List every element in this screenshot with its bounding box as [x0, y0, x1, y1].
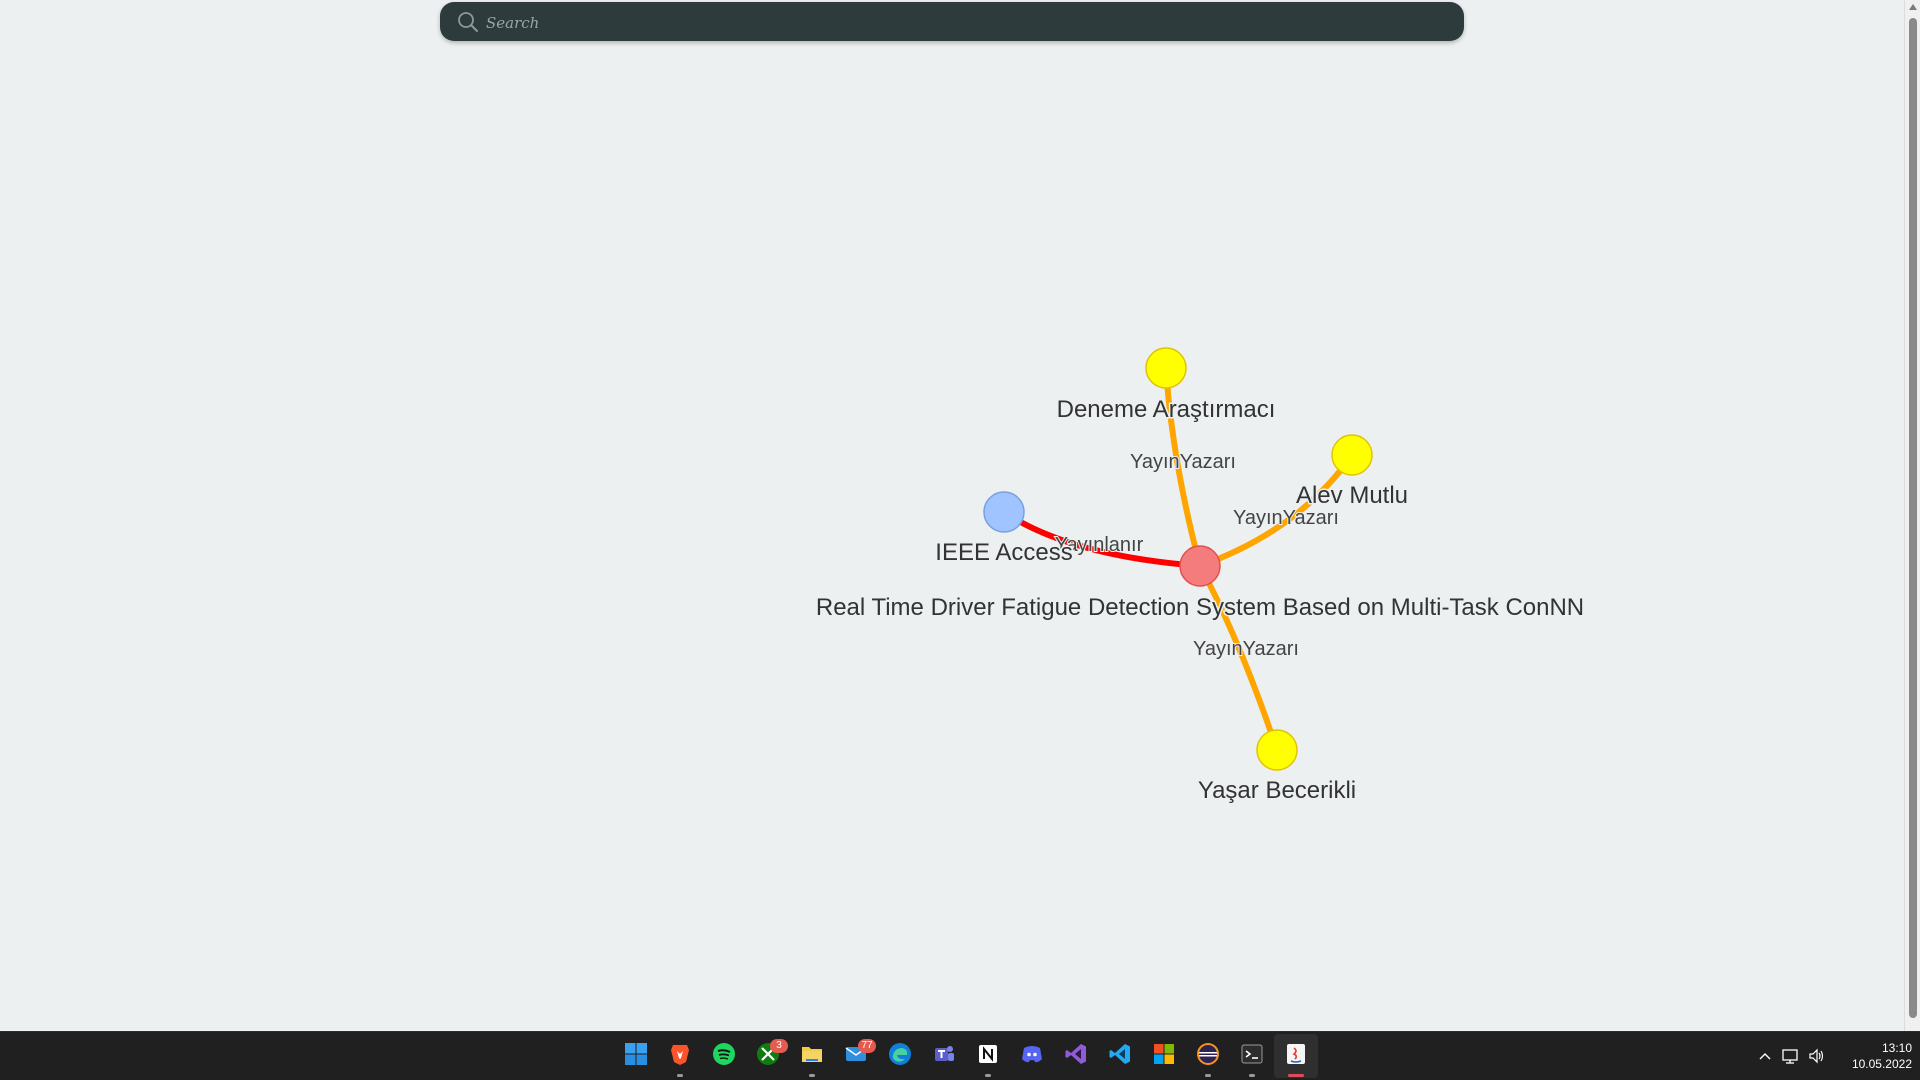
file-explorer-icon: [800, 1042, 824, 1071]
java-app-icon: [1284, 1042, 1308, 1071]
edge-browser-icon: [888, 1042, 912, 1071]
running-indicator: [677, 1074, 683, 1077]
running-indicator: [1249, 1074, 1255, 1077]
edge-label-ieee: Yayınlanır: [1055, 534, 1144, 556]
graph-node-paper[interactable]: [1179, 545, 1221, 587]
taskbar-clock[interactable]: 13:10 10.05.2022: [1832, 1040, 1912, 1072]
taskbar-button-discord[interactable]: [1010, 1034, 1054, 1078]
scroll-up-icon[interactable]: [1909, 4, 1917, 10]
network-icon[interactable]: [1778, 1036, 1804, 1076]
edge-label-alev: YayınYazarı: [1233, 507, 1339, 529]
taskbar-button-brave-browser[interactable]: [658, 1034, 702, 1078]
scrollbar-thumb[interactable]: [1909, 18, 1917, 1018]
node-label-yasar: Yaşar Becerikli: [1198, 777, 1356, 804]
running-indicator: [1205, 1074, 1211, 1077]
windows-taskbar: 3 77 13:10 10.05.2022: [0, 1031, 1920, 1080]
system-tray: [1752, 1032, 1830, 1080]
graph-edge-yasar[interactable]: [1197, 564, 1280, 751]
taskbar-apps: 3 77: [614, 1032, 1318, 1080]
graph-edge-alev[interactable]: [1198, 453, 1355, 569]
taskbar-button-notion[interactable]: [966, 1034, 1010, 1078]
graph-node-alev[interactable]: [1331, 434, 1373, 476]
chevron-up-icon[interactable]: [1752, 1036, 1778, 1076]
node-label-alev: Alev Mutlu: [1296, 482, 1408, 509]
knowledge-graph[interactable]: YayınYazarıYayınYazarıYayınYazarıYayınla…: [0, 0, 1904, 1031]
office-app-icon: [1152, 1042, 1176, 1071]
taskbar-button-spotify[interactable]: [702, 1034, 746, 1078]
taskbar-button-vscode[interactable]: [1098, 1034, 1142, 1078]
search-bar: [440, 2, 1464, 43]
graph-node-yasar[interactable]: [1256, 729, 1298, 771]
running-indicator: [809, 1074, 815, 1077]
taskbar-button-visual-studio[interactable]: [1054, 1034, 1098, 1078]
notion-icon: [976, 1042, 1000, 1071]
taskbar-button-eclipse[interactable]: [1186, 1034, 1230, 1078]
edge-label-deneme: YayınYazarı: [1130, 451, 1236, 473]
graph-node-deneme[interactable]: [1145, 347, 1187, 389]
taskbar-button-windows-start[interactable]: [614, 1034, 658, 1078]
volume-icon[interactable]: [1804, 1036, 1830, 1076]
node-label-paper: Real Time Driver Fatigue Detection Syste…: [816, 594, 1584, 621]
taskbar-button-file-explorer[interactable]: [790, 1034, 834, 1078]
search-icon: [457, 11, 479, 33]
clock-time: 13:10: [1881, 1041, 1912, 1055]
taskbar-button-terminal[interactable]: [1230, 1034, 1274, 1078]
taskbar-button-office-app[interactable]: [1142, 1034, 1186, 1078]
graph-edge-deneme[interactable]: [1163, 367, 1203, 567]
graph-node-ieee[interactable]: [983, 491, 1025, 533]
teams-icon: [932, 1042, 956, 1071]
vertical-scrollbar[interactable]: [1904, 0, 1920, 1031]
notification-badge: 77: [858, 1039, 876, 1053]
taskbar-button-teams[interactable]: [922, 1034, 966, 1078]
taskbar-button-edge-browser[interactable]: [878, 1034, 922, 1078]
taskbar-button-java-app[interactable]: [1274, 1034, 1318, 1078]
node-label-deneme: Deneme Araştırmacı: [1057, 396, 1276, 423]
visual-studio-icon: [1064, 1042, 1088, 1071]
running-indicator: [1288, 1074, 1304, 1077]
search-input[interactable]: [484, 2, 1438, 43]
taskbar-button-mail[interactable]: 77: [834, 1034, 878, 1078]
notification-badge: 3: [770, 1039, 788, 1053]
clock-date: 10.05.2022: [1851, 1057, 1912, 1071]
brave-browser-icon: [668, 1042, 692, 1071]
taskbar-button-xbox[interactable]: 3: [746, 1034, 790, 1078]
discord-icon: [1020, 1042, 1044, 1071]
edge-label-yasar: YayınYazarı: [1193, 638, 1299, 660]
running-indicator: [985, 1074, 991, 1077]
node-label-ieee: IEEE Access: [935, 539, 1072, 566]
terminal-icon: [1240, 1042, 1264, 1071]
spotify-icon: [712, 1042, 736, 1071]
graph-canvas[interactable]: YayınYazarıYayınYazarıYayınYazarıYayınla…: [0, 0, 1920, 1031]
eclipse-icon: [1196, 1042, 1220, 1071]
vscode-icon: [1108, 1042, 1132, 1071]
windows-start-icon: [624, 1042, 648, 1071]
